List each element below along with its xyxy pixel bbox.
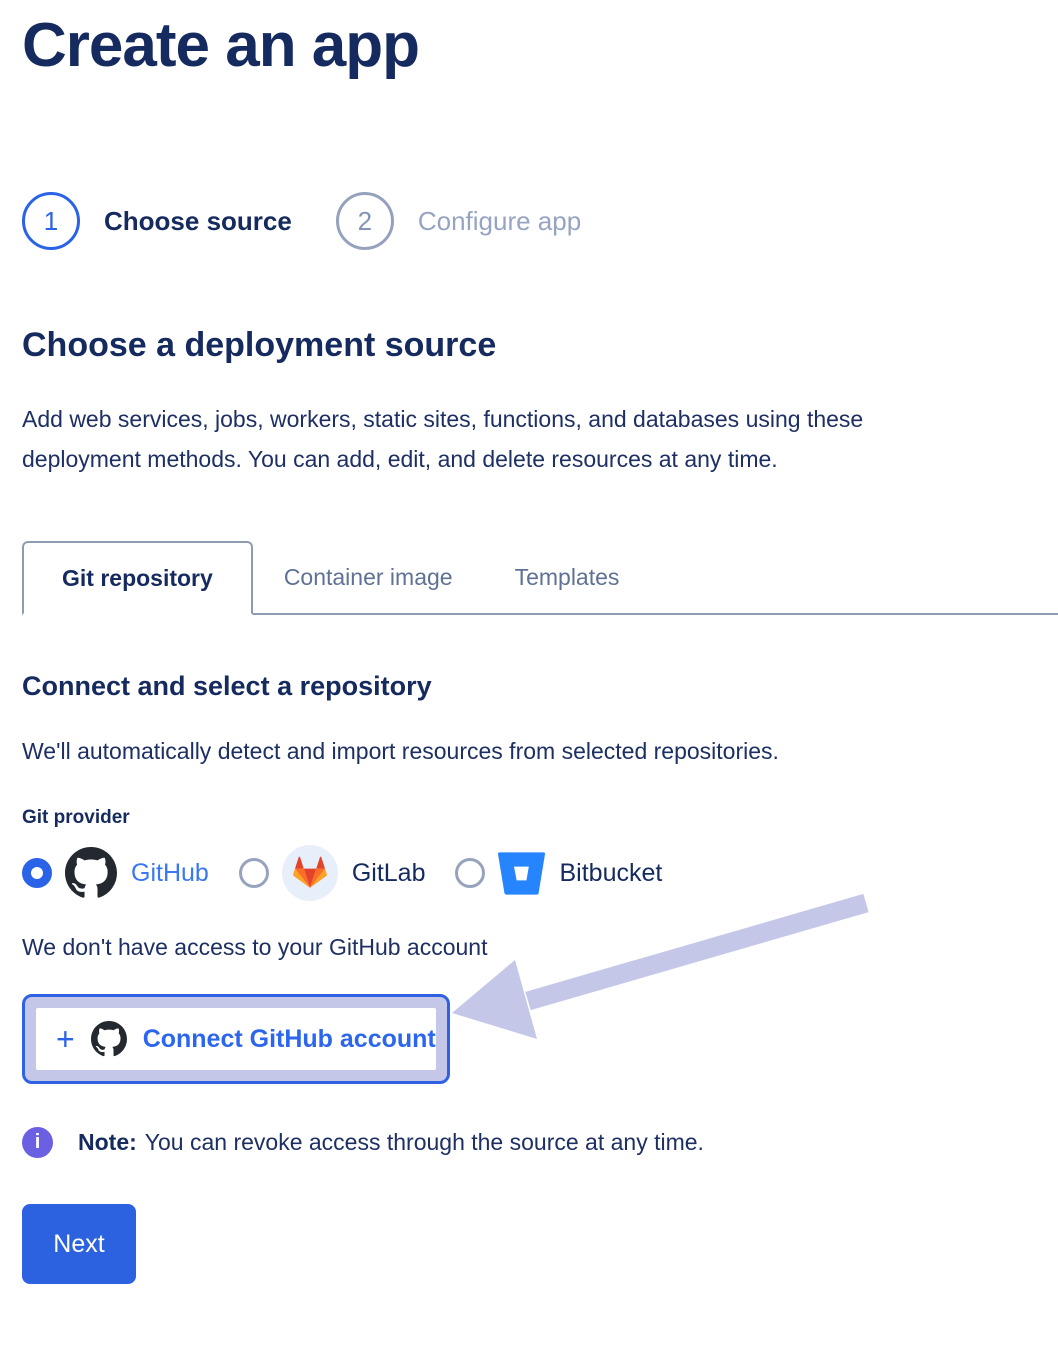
provider-option-gitlab[interactable]: GitLab: [239, 845, 426, 901]
stepper: 1 Choose source 2 Configure app: [22, 192, 1058, 250]
description-line-2: deployment methods. You can add, edit, a…: [22, 439, 1058, 479]
plus-icon: +: [56, 1023, 75, 1055]
gitlab-label: GitLab: [352, 859, 426, 888]
gitlab-icon: [282, 845, 338, 901]
step-1-label: Choose source: [104, 206, 292, 237]
step-1-circle: 1: [22, 192, 80, 250]
git-provider-options: GitHub GitLab: [22, 844, 1058, 902]
connect-repository-heading: Connect and select a repository: [22, 671, 1058, 702]
deployment-source-heading: Choose a deployment source: [22, 326, 1058, 365]
provider-option-bitbucket[interactable]: Bitbucket: [455, 850, 662, 897]
github-icon-small: [91, 1021, 127, 1057]
step-2-circle: 2: [336, 192, 394, 250]
bitbucket-icon: [498, 850, 545, 897]
provider-option-github[interactable]: GitHub: [22, 847, 209, 899]
connect-github-button-inner[interactable]: + Connect GitHub account: [36, 1008, 436, 1070]
description-line-1: Add web services, jobs, workers, static …: [22, 399, 1058, 439]
note-row: i Note: You can revoke access through the…: [22, 1127, 1058, 1158]
page-title: Create an app: [22, 12, 1058, 80]
git-provider-label: Git provider: [22, 807, 1058, 829]
note-text: Note: You can revoke access through the s…: [78, 1129, 704, 1156]
github-label: GitHub: [131, 859, 209, 888]
github-icon: [65, 847, 117, 899]
note-body: You can revoke access through the source…: [145, 1129, 704, 1155]
tab-container-image[interactable]: Container image: [253, 541, 484, 613]
source-tab-bar: Git repository Container image Templates: [22, 541, 1058, 615]
bitbucket-label: Bitbucket: [559, 859, 662, 888]
deployment-source-description: Add web services, jobs, workers, static …: [22, 399, 1058, 479]
next-button[interactable]: Next: [22, 1204, 136, 1284]
tab-git-repository[interactable]: Git repository: [22, 541, 253, 615]
bitbucket-radio[interactable]: [455, 858, 485, 888]
connect-github-label: Connect GitHub account: [143, 1025, 436, 1054]
connect-repository-description: We'll automatically detect and import re…: [22, 738, 1058, 765]
info-icon: i: [22, 1127, 53, 1158]
note-prefix: Note:: [78, 1129, 137, 1155]
step-configure-app[interactable]: 2 Configure app: [336, 192, 581, 250]
gitlab-radio[interactable]: [239, 858, 269, 888]
no-access-message: We don't have access to your GitHub acco…: [22, 934, 1058, 961]
tab-templates[interactable]: Templates: [484, 541, 651, 613]
connect-github-button[interactable]: + Connect GitHub account: [22, 994, 450, 1084]
step-choose-source[interactable]: 1 Choose source: [22, 192, 292, 250]
step-2-label: Configure app: [418, 206, 581, 237]
github-radio[interactable]: [22, 858, 52, 888]
